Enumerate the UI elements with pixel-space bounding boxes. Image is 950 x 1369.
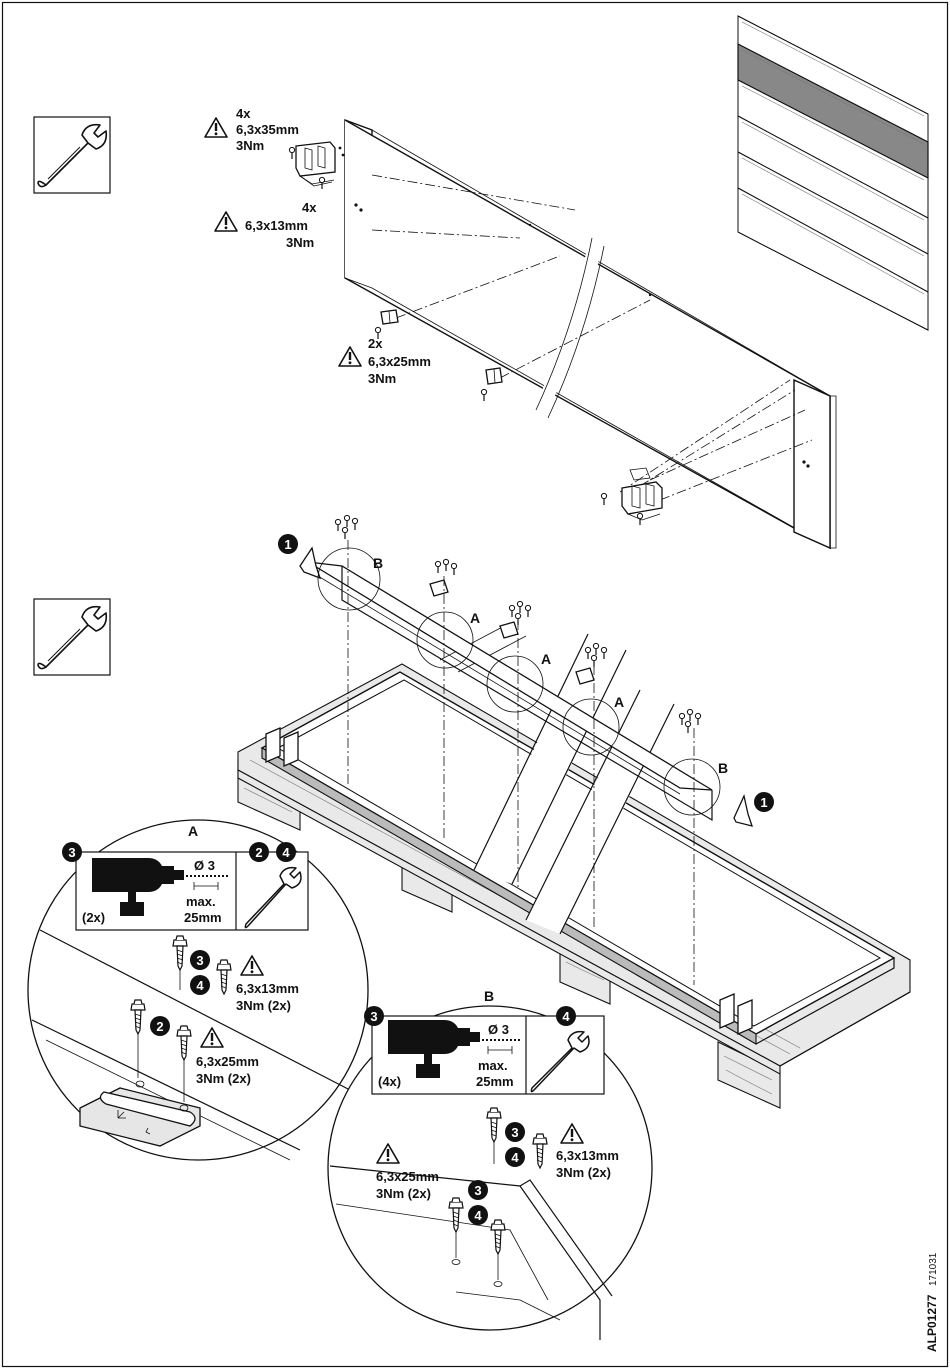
screw-group-a2 bbox=[509, 601, 530, 625]
slat-overview bbox=[738, 16, 928, 330]
detail-a-diameter: Ø 3 bbox=[194, 858, 215, 873]
bracket-top-spec: 6,3x35mm bbox=[236, 122, 299, 137]
bracket-bottom-torque: 3Nm bbox=[286, 235, 314, 250]
detail-b-screw-right-torque: 3Nm (2x) bbox=[556, 1165, 611, 1180]
warning-icon bbox=[339, 347, 361, 366]
hinge-torque: 3Nm bbox=[368, 371, 396, 386]
detail-b-screw-left-spec: 6,3x25mm bbox=[376, 1169, 439, 1184]
detail-a-screw-top-spec: 6,3x13mm bbox=[236, 981, 299, 996]
bracket-left bbox=[289, 142, 344, 189]
detail-a-tool-box: Ø 3 max. 25mm (2x) bbox=[76, 852, 308, 930]
detail-a-screw-top-step-4: 4 bbox=[196, 978, 204, 993]
detail-b-screw-left-step-4: 4 bbox=[474, 1208, 482, 1223]
detail-a-max-label: max. bbox=[186, 894, 216, 909]
detail-b-drill-step: 3 bbox=[370, 1009, 377, 1024]
bracket-bottom-spec: 6,3x13mm bbox=[245, 218, 308, 233]
document-code-date: 171031 bbox=[928, 1252, 939, 1286]
detail-b-wrench-step: 4 bbox=[562, 1009, 570, 1024]
bracket-bottom-qty: 4x bbox=[302, 200, 317, 215]
bracket-top-qty: 4x bbox=[236, 106, 251, 121]
marker-1-right: 1 bbox=[760, 795, 767, 810]
detail-a-screw-bottom-step: 2 bbox=[156, 1019, 163, 1034]
detail-label-a: A bbox=[614, 694, 624, 710]
step-number-icon: 1 bbox=[278, 534, 298, 554]
detail-label-b: B bbox=[373, 555, 383, 571]
detail-label-b: B bbox=[718, 760, 728, 776]
step-number-icon: 2 bbox=[150, 1016, 170, 1036]
detail-a-screw-top-step-3: 3 bbox=[196, 953, 203, 968]
detail-a-screw-top-torque: 3Nm (2x) bbox=[236, 998, 291, 1013]
wrench-icon bbox=[34, 117, 110, 193]
detail-a-screw-bottom-torque: 3Nm (2x) bbox=[196, 1071, 251, 1086]
screw-group-b-right bbox=[679, 709, 700, 733]
marker-1-left: 1 bbox=[284, 537, 291, 552]
screw-group-b-left bbox=[335, 515, 357, 539]
bracket-right bbox=[601, 468, 662, 525]
detail-b-diameter: Ø 3 bbox=[488, 1022, 509, 1037]
detail-a-title: A bbox=[188, 823, 198, 839]
hinge-upper bbox=[375, 310, 398, 339]
wrench-icon bbox=[34, 599, 110, 675]
detail-b-screw-right-step-4: 4 bbox=[511, 1150, 519, 1165]
detail-b-screw-right-spec: 6,3x13mm bbox=[556, 1148, 619, 1163]
detail-a-count: (2x) bbox=[82, 910, 105, 925]
detail-a-wrench-step-2: 2 bbox=[255, 845, 262, 860]
bracket-top-torque: 3Nm bbox=[236, 138, 264, 153]
detail-a-wrench-step-4: 4 bbox=[282, 845, 290, 860]
detail-b-screw-right-step-3: 3 bbox=[511, 1125, 518, 1140]
detail-label-a: A bbox=[541, 651, 551, 667]
detail-b-title: B bbox=[484, 988, 494, 1004]
detail-a-drill-step: 3 bbox=[68, 845, 75, 860]
detail-b-tool-box: Ø 3 max. 25mm (4x) bbox=[372, 1016, 604, 1094]
document-code-id: ALP01277 bbox=[925, 1294, 939, 1352]
detail-b-screw-left-torque: 3Nm (2x) bbox=[376, 1186, 431, 1201]
warning-icon bbox=[205, 118, 227, 137]
warning-icon bbox=[215, 212, 237, 231]
detail-label-a: A bbox=[470, 610, 480, 626]
hinge-spec: 6,3x25mm bbox=[368, 354, 431, 369]
hinge-lower bbox=[481, 368, 502, 401]
detail-a-max-depth: 25mm bbox=[184, 910, 222, 925]
step-number-icon: 3 bbox=[62, 842, 82, 862]
detail-b-screw-left-step-3: 3 bbox=[474, 1183, 481, 1198]
detail-b-max-label: max. bbox=[478, 1058, 508, 1073]
detail-b-max-depth: 25mm bbox=[476, 1074, 514, 1089]
screw-group-a1 bbox=[435, 559, 456, 575]
detail-b-count: (4x) bbox=[378, 1074, 401, 1089]
detail-a-screw-bottom-spec: 6,3x25mm bbox=[196, 1054, 259, 1069]
document-code: ALP01277 171031 bbox=[925, 1252, 939, 1352]
step-number-icon: 1 bbox=[754, 792, 774, 812]
hinge-qty: 2x bbox=[368, 336, 383, 351]
